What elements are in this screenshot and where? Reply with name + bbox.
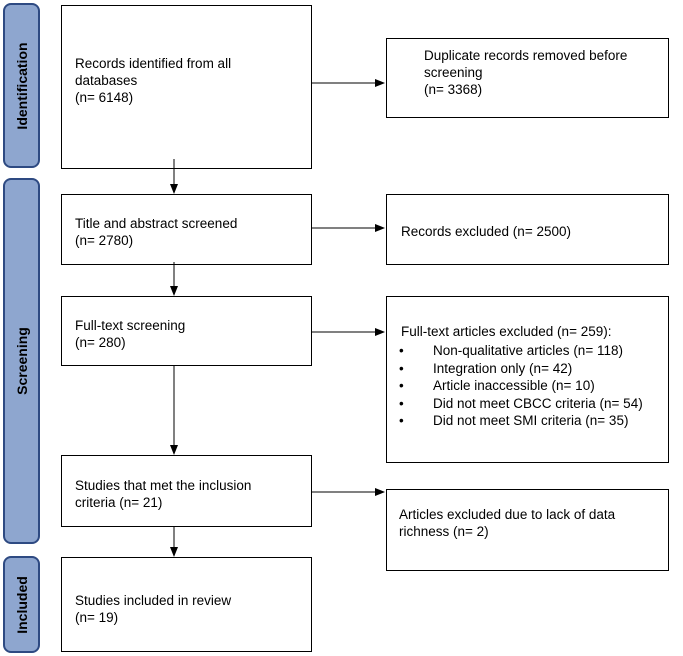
records-excluded-box: Records excluded (n= 2500) [386,194,669,265]
records-identified-text: Records identified from all databases (n… [75,56,232,105]
full-text-excluded-box: Full-text articles excluded (n= 259): No… [386,296,669,463]
title-abstract-box: Title and abstract screened (n= 2780) [61,194,312,265]
duplicates-removed-box: Duplicate records removed before screeni… [386,38,669,118]
phase-identification: Identification [3,3,40,168]
met-inclusion-text: Studies that met the inclusion criteria … [75,478,252,510]
records-excluded-text: Records excluded (n= 2500) [401,224,571,239]
duplicates-removed-text: Duplicate records removed before screeni… [424,48,628,97]
phase-included: Included [3,556,40,653]
full-text-excluded-title: Full-text articles excluded (n= 259): [401,324,612,339]
exclusion-reasons-list: Non-qualitative articles (n= 118) Integr… [387,342,668,430]
records-identified-box: Records identified from all databases (n… [61,5,312,169]
included-review-text: Studies included in review (n= 19) [75,593,232,625]
met-inclusion-box: Studies that met the inclusion criteria … [61,455,312,527]
phase-screening: Screening [3,178,40,544]
list-item: Did not meet SMI criteria (n= 35) [387,412,668,430]
excluded-data-richness-box: Articles excluded due to lack of data ri… [386,489,669,571]
excluded-data-richness-text: Articles excluded due to lack of data ri… [399,507,616,539]
list-item: Did not meet CBCC criteria (n= 54) [387,395,668,413]
included-review-box: Studies included in review (n= 19) [61,557,312,652]
list-item: Non-qualitative articles (n= 118) [387,342,668,360]
title-abstract-text: Title and abstract screened (n= 2780) [75,216,238,248]
full-text-screening-box: Full-text screening (n= 280) [61,296,312,366]
full-text-screening-text: Full-text screening (n= 280) [75,318,186,350]
list-item: Article inaccessible (n= 10) [387,377,668,395]
list-item: Integration only (n= 42) [387,360,668,378]
